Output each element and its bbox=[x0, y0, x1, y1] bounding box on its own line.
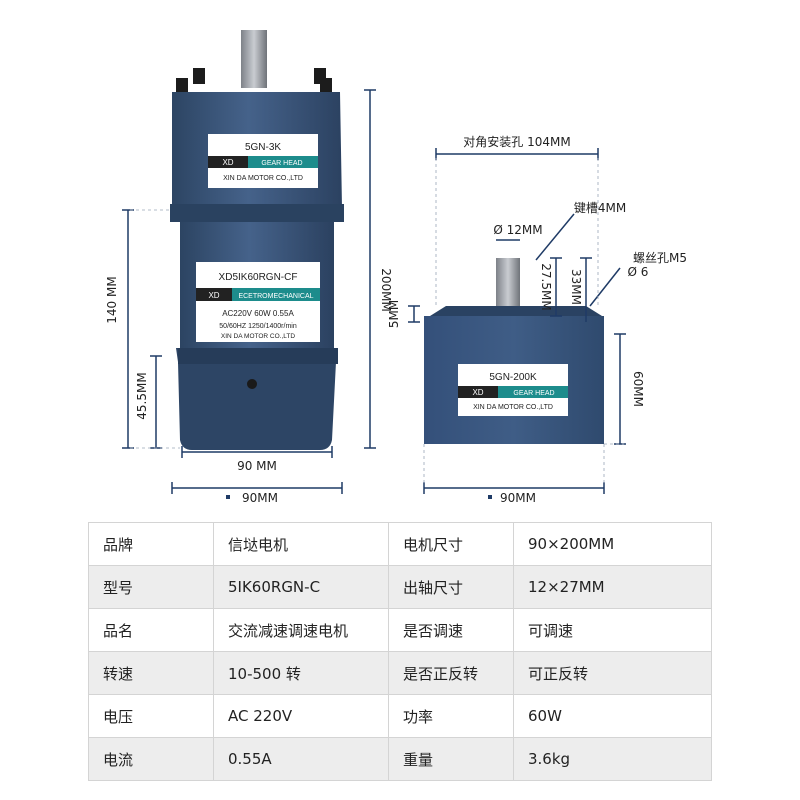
motor-label-company: XIN DA MOTOR CO.,LTD bbox=[221, 333, 295, 340]
table-row: 电流 0.55A 重量 3.6kg bbox=[88, 737, 712, 781]
table-row: 型号 5IK60RGN-C 出轴尺寸 12×27MM bbox=[88, 565, 712, 609]
product-diagram: 5GN-3K XD GEAR HEAD XIN DA MOTOR CO.,LTD… bbox=[105, 30, 687, 505]
right-label-brand: XD bbox=[472, 388, 483, 397]
left-fan-cover bbox=[176, 348, 338, 450]
gear-label: 5GN-3K XD GEAR HEAD XIN DA MOTOR CO.,LTD bbox=[208, 134, 318, 188]
left-dimensions bbox=[122, 89, 376, 494]
gear-label-brand: XD bbox=[222, 158, 233, 167]
motor-label-spec2: 50/60HZ 1250/1400r/min bbox=[219, 323, 297, 330]
spec-value: 交流减速调速电机 bbox=[213, 608, 389, 652]
spec-key: 出轴尺寸 bbox=[388, 565, 514, 609]
right-label-model: 5GN-200K bbox=[489, 372, 537, 383]
gear-label-company: XIN DA MOTOR CO.,LTD bbox=[223, 175, 303, 182]
dim-shaft-total: 33MM bbox=[569, 269, 583, 305]
dim-gear-height: 60MM bbox=[631, 371, 645, 407]
spec-key: 是否正反转 bbox=[388, 651, 514, 695]
table-row: 电压 AC 220V 功率 60W bbox=[88, 694, 712, 738]
spec-key: 功率 bbox=[388, 694, 514, 738]
spec-key: 电压 bbox=[88, 694, 214, 738]
spec-value: 60W bbox=[513, 694, 712, 738]
spec-table: 品牌 信垯电机 电机尺寸 90×200MM 型号 5IK60RGN-C 出轴尺寸… bbox=[88, 522, 712, 781]
motor-label-type: ECETROMECHANICAL bbox=[238, 293, 313, 300]
spec-value: 12×27MM bbox=[513, 565, 712, 609]
dim-shaft-length: 27.5MM bbox=[539, 263, 553, 310]
left-motor: 5GN-3K XD GEAR HEAD XIN DA MOTOR CO.,LTD… bbox=[170, 30, 344, 450]
gear-label-model: 5GN-3K bbox=[245, 142, 281, 153]
spec-key: 品名 bbox=[88, 608, 214, 652]
bolt-icon bbox=[320, 78, 332, 96]
spec-key: 型号 bbox=[88, 565, 214, 609]
screw-icon bbox=[247, 379, 257, 389]
table-row: 品牌 信垯电机 电机尺寸 90×200MM bbox=[88, 522, 712, 566]
motor-label-spec1: AC220V 60W 0.55A bbox=[222, 309, 294, 318]
bolt-icon bbox=[176, 78, 188, 96]
dim-diagonal-hole: 对角安装孔 104MM bbox=[463, 134, 570, 149]
spec-key: 电流 bbox=[88, 737, 214, 781]
spec-value: 0.55A bbox=[213, 737, 389, 781]
dim-keyway: 键槽4MM bbox=[574, 201, 626, 215]
dim-motor-height: 140 MM bbox=[105, 276, 119, 323]
right-label-type: GEAR HEAD bbox=[513, 390, 554, 397]
right-dimensions bbox=[408, 148, 626, 494]
bolt-icon bbox=[193, 68, 205, 84]
right-gear-label: 5GN-200K XD GEAR HEAD XIN DA MOTOR CO.,L… bbox=[458, 364, 568, 416]
spec-key: 电机尺寸 bbox=[388, 522, 514, 566]
right-gear-top-flange bbox=[430, 306, 602, 316]
gear-label-type: GEAR HEAD bbox=[261, 160, 302, 167]
dim-screw-hole: 螺丝孔M5 bbox=[633, 251, 687, 265]
dim-flange: 5MM bbox=[387, 300, 401, 328]
spec-value: 90×200MM bbox=[513, 522, 712, 566]
spec-value: 10-500 转 bbox=[213, 651, 389, 695]
spec-key: 是否调速 bbox=[388, 608, 514, 652]
spec-value: 3.6kg bbox=[513, 737, 712, 781]
dim-shaft-diameter: Ø 12MM bbox=[493, 223, 542, 237]
dim-body-width: 90 MM bbox=[237, 459, 277, 473]
spec-key: 转速 bbox=[88, 651, 214, 695]
dim-base-height: 45.5MM bbox=[135, 372, 149, 419]
spec-value: 信垯电机 bbox=[213, 522, 389, 566]
spec-key: 重量 bbox=[388, 737, 514, 781]
left-output-shaft bbox=[241, 30, 267, 88]
dim-screw-diameter: Ø 6 bbox=[628, 265, 649, 279]
spec-key: 品牌 bbox=[88, 522, 214, 566]
dim-outer-width: 90MM bbox=[242, 491, 278, 505]
spec-value: 可正反转 bbox=[513, 651, 712, 695]
motor-label-model: XD5IK60RGN-CF bbox=[219, 272, 298, 283]
spec-value: 可调速 bbox=[513, 608, 712, 652]
spec-value: 5IK60RGN-C bbox=[213, 565, 389, 609]
table-row: 品名 交流减速调速电机 是否调速 可调速 bbox=[88, 608, 712, 652]
motor-label: XD5IK60RGN-CF XD ECETROMECHANICAL AC220V… bbox=[196, 262, 320, 342]
right-label-company: XIN DA MOTOR CO.,LTD bbox=[473, 404, 553, 411]
table-row: 转速 10-500 转 是否正反转 可正反转 bbox=[88, 651, 712, 695]
spec-value: AC 220V bbox=[213, 694, 389, 738]
dim-gear-width: 90MM bbox=[500, 491, 536, 505]
dim-height-total: 200MM bbox=[379, 268, 393, 312]
motor-label-brand: XD bbox=[208, 291, 219, 300]
right-gear-box: 5GN-200K XD GEAR HEAD XIN DA MOTOR CO.,L… bbox=[424, 258, 604, 444]
